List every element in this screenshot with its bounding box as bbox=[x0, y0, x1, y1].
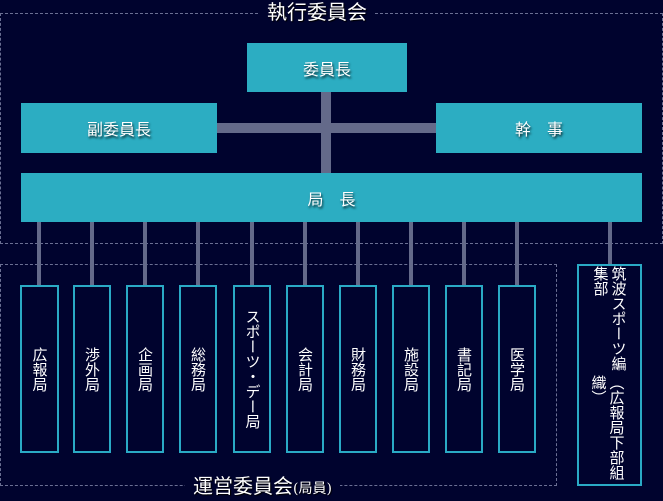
secretary-box: 幹 事 bbox=[436, 103, 642, 153]
bureau-box-1: 広報局 bbox=[20, 285, 59, 453]
connector-bureau-2 bbox=[90, 222, 94, 285]
bureau-label: 会計局 bbox=[296, 346, 314, 392]
connector-sub-organization bbox=[608, 222, 612, 264]
steering-committee-title-text: 運営委員会 bbox=[193, 474, 293, 498]
bureau-label: 広報局 bbox=[30, 346, 49, 392]
sub-organization-box: 筑波スポーツ編集部 （広報局下部組織） bbox=[577, 264, 642, 486]
bureau-label: 施設局 bbox=[402, 346, 420, 392]
bureau-box-7: 財務局 bbox=[339, 285, 377, 453]
bureau-label: スポーツ・デー局 bbox=[243, 309, 262, 429]
steering-committee-title: 運営委員会(局員) bbox=[185, 474, 340, 501]
steering-committee-subtitle: (局員) bbox=[293, 481, 332, 497]
bureau-label: 医学局 bbox=[508, 346, 526, 392]
bureau-label: 渉外局 bbox=[83, 346, 101, 392]
connector-bureau-9 bbox=[462, 222, 466, 285]
connector-bureau-5 bbox=[250, 222, 254, 285]
executive-committee-title: 執行委員会 bbox=[259, 0, 375, 24]
bureau-chief-label: 局 長 bbox=[307, 189, 356, 209]
bureau-box-6: 会計局 bbox=[286, 285, 324, 453]
connector-bureau-6 bbox=[303, 222, 307, 285]
connector-horizontal-main bbox=[217, 123, 436, 133]
secretary-label: 幹 事 bbox=[514, 120, 563, 139]
bureau-chief-box: 局 長 bbox=[21, 173, 642, 222]
bureau-box-4: 総務局 bbox=[179, 285, 217, 453]
bureau-box-5: スポーツ・デー局 bbox=[233, 285, 271, 453]
chairman-box: 委員長 bbox=[247, 43, 407, 92]
chairman-label: 委員長 bbox=[302, 59, 351, 79]
connector-bureau-10 bbox=[515, 222, 519, 285]
bureau-box-2: 渉外局 bbox=[73, 285, 111, 453]
bureau-label: 財務局 bbox=[349, 346, 367, 392]
bureau-label: 総務局 bbox=[189, 346, 207, 392]
bureau-box-3: 企画局 bbox=[126, 285, 164, 453]
connector-bureau-4 bbox=[196, 222, 200, 285]
sub-organization-name: 筑波スポーツ編集部 bbox=[591, 266, 628, 371]
connector-bureau-3 bbox=[143, 222, 147, 285]
vice-chairman-box: 副委員長 bbox=[21, 103, 217, 153]
bureau-label: 書記局 bbox=[455, 346, 473, 392]
connector-bureau-7 bbox=[356, 222, 360, 285]
bureau-label: 企画局 bbox=[136, 346, 154, 392]
bureau-box-10: 医学局 bbox=[498, 285, 536, 453]
bureau-box-9: 書記局 bbox=[445, 285, 483, 453]
bureau-box-8: 施設局 bbox=[392, 285, 430, 453]
vice-chairman-label: 副委員長 bbox=[86, 120, 151, 139]
connector-vertical-main bbox=[321, 92, 331, 174]
sub-organization-note: （広報局下部組織） bbox=[589, 375, 626, 480]
connector-bureau-8 bbox=[409, 222, 413, 285]
connector-bureau-1 bbox=[37, 222, 41, 285]
